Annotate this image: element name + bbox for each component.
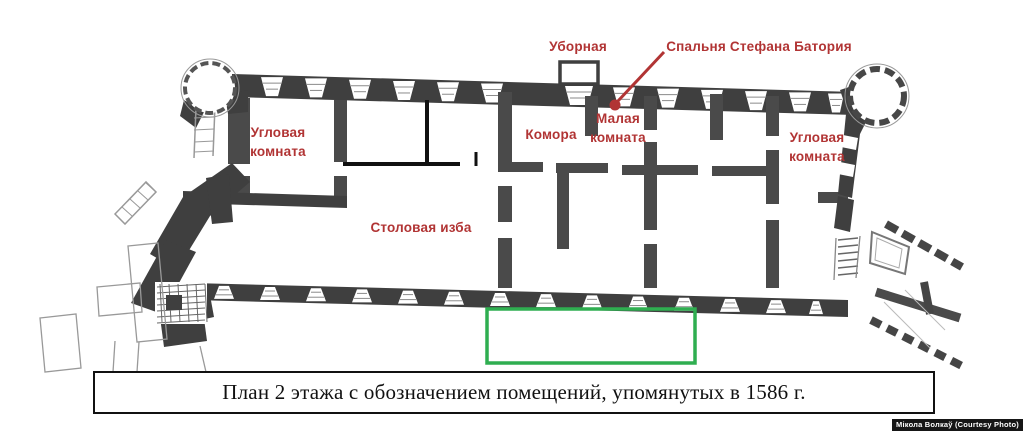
caption-box: План 2 этажа с обозначением помещений, у…	[93, 371, 935, 414]
bedroom-pointer-arrow	[616, 50, 666, 103]
label-corner-room-right: Угловая комната	[789, 130, 845, 164]
label-storeroom: Комора	[525, 127, 577, 142]
tower-northwest-outline	[180, 58, 240, 118]
tower-northeast	[847, 66, 907, 126]
label-corner-room-left: Угловая комната	[250, 125, 306, 159]
tower-northeast-outline	[844, 63, 910, 129]
label-privy: Уборная	[549, 39, 607, 54]
highlight-box	[485, 307, 697, 365]
bedroom-pointer-dot	[609, 99, 621, 111]
privy-annex	[558, 60, 600, 86]
label-dining-hall: Столовая изба	[370, 220, 472, 235]
label-small-room: Малая комната	[590, 111, 646, 145]
plan-masonry-layer	[39, 74, 964, 373]
caption-text: План 2 этажа с обозначением помещений, у…	[222, 380, 806, 404]
photo-credit: Мікола Волкаў (Courtesy Photo)	[892, 419, 1023, 431]
label-bedroom: Спальня Стефана Батория	[666, 39, 852, 54]
tower-northwest	[183, 61, 237, 115]
